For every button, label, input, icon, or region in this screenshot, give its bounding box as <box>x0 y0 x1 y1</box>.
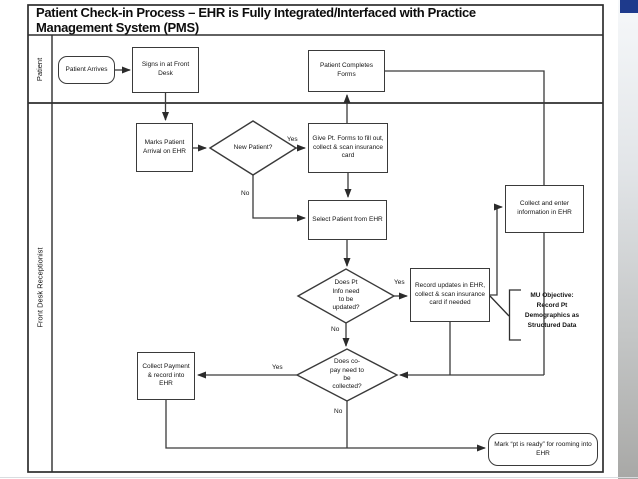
label-new-patient-no: No <box>241 190 250 197</box>
process-give-patient-forms: Give Pt. Forms to fill out, collect & sc… <box>308 123 388 173</box>
edge-to-markready <box>165 400 486 452</box>
decision-new-patient-label: New Patient? <box>233 143 273 151</box>
label-new-patient-yes: Yes <box>287 136 298 143</box>
process-marks-patient-arrival: Marks Patient Arrival on EHR <box>136 123 193 172</box>
decision-info-update-shape <box>296 268 396 324</box>
process-record-updates: Record updates in EHR, collect & scan in… <box>410 268 490 322</box>
slide-accent-square <box>620 0 638 13</box>
terminator-mark-pt-ready: Mark “pt is ready” for rooming into EHR <box>488 433 598 466</box>
process-patient-completes-forms: Patient Completes Forms <box>308 50 385 92</box>
process-collect-payment: Collect Payment & record into EHR <box>137 352 195 400</box>
edge-completesforms-to-collectenter <box>385 70 545 185</box>
label-info-update-no: No <box>331 326 340 333</box>
slide-title: Patient Check-in Process – EHR is Fully … <box>36 5 476 35</box>
callout-bracket-icon <box>489 289 521 341</box>
edge-newpatient-no-to-select <box>252 175 306 222</box>
label-copay-yes: Yes <box>272 364 283 371</box>
decision-new-patient-shape <box>208 120 298 176</box>
title-bar: Patient Check-in Process – EHR is Fully … <box>29 5 602 35</box>
terminator-patient-arrives: Patient Arrives <box>58 56 115 84</box>
process-select-patient-from-ehr: Select Patient from EHR <box>308 200 387 240</box>
mu-objective-note: MU Objective: Record Pt Demographics as … <box>524 292 580 330</box>
slide-bottom-shadow <box>0 477 638 478</box>
process-signs-in-at-front-desk: Signs in at Front Desk <box>132 47 199 93</box>
edge-record-to-collectenter <box>490 203 503 296</box>
label-copay-no: No <box>334 408 343 415</box>
process-collect-and-enter-info: Collect and enter information in EHR <box>505 185 584 233</box>
label-info-update-yes: Yes <box>394 279 405 286</box>
decision-copay-label: Does co-pay need to be collected? <box>330 358 364 391</box>
slide-edge-gradient <box>618 0 638 479</box>
decision-info-update-label: Does Pt Info need to be updated? <box>332 279 360 312</box>
decision-copay-shape <box>295 348 399 402</box>
swimlane-frame <box>27 4 604 473</box>
